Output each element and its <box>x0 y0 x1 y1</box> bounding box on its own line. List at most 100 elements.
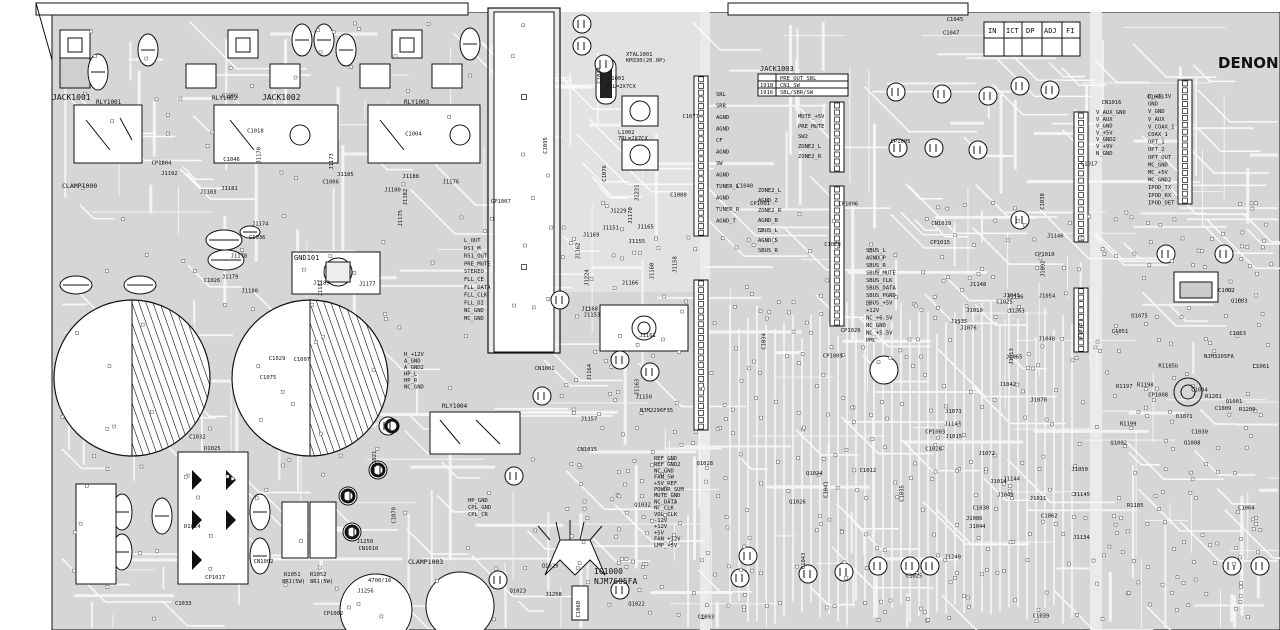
ref-label: C1095 <box>543 137 549 154</box>
pin-label: REF_GND2 <box>654 462 681 468</box>
ref-label: CP1010 <box>1035 252 1055 258</box>
pin-label: D_+3.3V <box>1148 94 1172 100</box>
ref-label: J1092 <box>1040 260 1046 277</box>
pin-label: RS1_OUT <box>464 254 488 260</box>
ref-label: D1071 <box>1176 414 1193 420</box>
ref-label: J1158 <box>672 256 678 273</box>
pin-label: FLL_CE <box>464 277 484 283</box>
jack-row <box>59 29 463 89</box>
ref-label: Q1024 <box>806 471 823 477</box>
pin-label: STEREO <box>464 269 484 275</box>
pin-label: OPT_2 <box>1148 147 1165 153</box>
pin-label: NC_GND <box>404 385 424 391</box>
ref-label: C1094 <box>1191 387 1208 393</box>
ref-label: C1028 <box>925 447 942 453</box>
pin-label: AGND_S <box>758 238 778 244</box>
ref-label: CN1019 <box>931 221 951 227</box>
ref-label: J1147 <box>944 421 961 427</box>
ref-label: J1256 <box>357 589 374 595</box>
pin-label: IPOD_RX <box>1148 193 1172 199</box>
ref-label: J1146 <box>1047 233 1064 239</box>
component-labels: JACK1001 JACK1002 JACK1003 RLY1001 RLY10… <box>52 52 1234 586</box>
ref-label: R1200 <box>1239 407 1256 413</box>
status-col-in: IN <box>988 27 996 35</box>
ref-label: J1229 <box>610 208 627 214</box>
pin-label: ZONE2_L <box>758 188 782 194</box>
pin-label: NC_GND <box>464 308 484 314</box>
ref-label: J1168 <box>581 306 598 312</box>
jack1002-label: JACK1002 <box>262 93 301 102</box>
ref-label: J1151 <box>602 226 619 232</box>
ref-label: C1076 <box>602 165 608 182</box>
pin-label: AGND <box>716 150 729 156</box>
ref-label: J1182 <box>403 189 409 206</box>
pin-label: NC_GND <box>654 468 674 474</box>
pin-label: AGND <box>716 115 729 121</box>
pre-out-row1: CN1_SW <box>780 83 801 89</box>
ref-label: CP1006 <box>838 202 858 208</box>
pin-label: HP_GND <box>468 498 488 504</box>
ref-label: J1134 <box>1073 535 1090 541</box>
pin-label: CPL_CR <box>468 512 489 518</box>
ref-label: J1078 <box>1030 398 1047 404</box>
pin-label: SBUS_R <box>866 263 887 269</box>
ref-label: C1040 <box>737 184 754 190</box>
ref-label: CN1002 <box>254 559 274 565</box>
ref-label: CP1009 <box>823 353 843 359</box>
ref-label: C1046 <box>223 157 240 163</box>
ref-label: J1145 <box>1073 492 1090 498</box>
ref-label: J1011 <box>1030 496 1047 502</box>
ref-label: C1075 <box>260 375 277 381</box>
ref-label: CN1010 <box>358 546 378 552</box>
l1001-label: L1001 <box>608 76 625 82</box>
ref-label: J1050 <box>1071 467 1088 473</box>
ref-label: Q1026 <box>789 500 806 506</box>
pin-label: V_+9V <box>1096 144 1113 150</box>
pin-label: FLL_DATA <box>464 285 491 291</box>
pin-label: AGND_B <box>758 218 779 224</box>
ref-label: C1041 <box>824 481 830 498</box>
ref-label: J1179 <box>222 274 239 280</box>
pin-label: FLL_DI <box>464 300 484 306</box>
pin-label: COAX_1 <box>1148 132 1168 138</box>
ref-label: R1201 <box>1205 394 1222 400</box>
pin-label: AGND_Z <box>758 198 779 204</box>
ref-label: C1061 <box>1253 364 1270 370</box>
pin-label: OPT_OUT <box>1148 155 1172 161</box>
ref-label: C1045 <box>947 17 964 23</box>
pin-label: V_GND <box>1096 124 1113 130</box>
ref-label: J1164 <box>587 363 593 380</box>
right-ic-footprint <box>1173 271 1219 407</box>
ref-label: C1093 <box>698 614 715 620</box>
filter-capacitors <box>53 299 389 457</box>
pin-label: ZONE2_R <box>758 208 782 214</box>
ref-label: C1035 <box>899 485 905 502</box>
pin-label: AGND <box>716 173 729 179</box>
pin-label: V_AUX <box>1096 117 1113 123</box>
ref-label: J1188 <box>402 174 419 180</box>
ref-label: J1163 <box>635 379 641 396</box>
pin-label: MC_+5V <box>1148 170 1169 176</box>
status-col-adj: ADJ <box>1044 27 1057 35</box>
pin-label: SBUS_R <box>758 248 779 254</box>
pin-label: SBUS_PGND <box>866 293 896 299</box>
pad-dots <box>60 21 1274 624</box>
pin-label: V_GND2 <box>1096 137 1116 143</box>
status-col-fi: FI <box>1066 27 1074 35</box>
ref-label: CP1015 <box>930 240 950 246</box>
pin-label: SBUS_+5V <box>866 301 893 307</box>
ref-label: CP1007 <box>491 199 511 205</box>
pin-label: SBUS_L <box>866 248 887 254</box>
ref-label: Q1028 <box>697 461 714 467</box>
gnd101-label: GND101 <box>294 254 319 262</box>
ref-label: J1170 <box>257 147 263 164</box>
ref-label: C1007 <box>294 357 311 363</box>
pin-label: PRE_MUTE <box>798 124 825 130</box>
l1002-label: L1002 <box>618 130 635 136</box>
pin-label: MC_GND <box>1148 162 1168 168</box>
ref-label: J1076 <box>960 326 977 332</box>
ref-label: J1240 <box>944 555 961 561</box>
ref-label: C1064 <box>1238 506 1255 512</box>
ref-label: C1012 <box>860 468 877 474</box>
ref-label: CP1004 <box>152 161 173 167</box>
